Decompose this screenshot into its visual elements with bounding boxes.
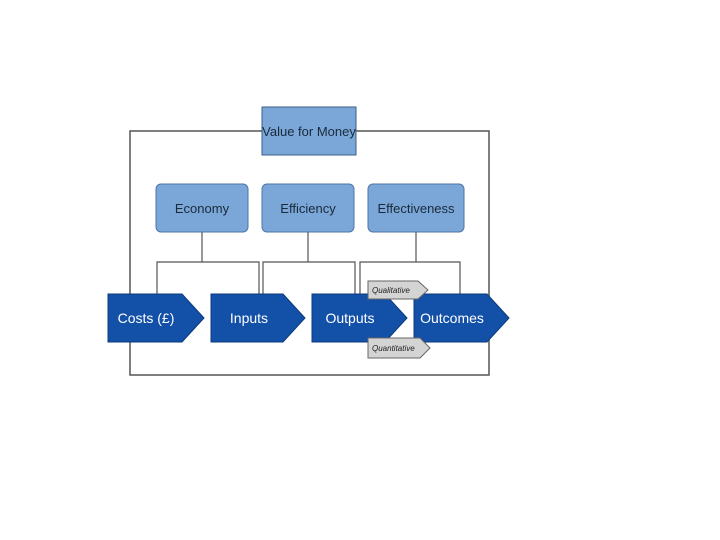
connector-efficiency: [262, 232, 356, 294]
connector-economy: [156, 232, 260, 294]
category-box-effectiveness: Effectiveness: [367, 183, 465, 233]
category-label-efficiency: Efficiency: [280, 201, 336, 216]
category-box-efficiency: Efficiency: [261, 183, 355, 233]
stage-arrow-outputs: Outputs: [311, 293, 408, 343]
stage-label-costs: Costs (£): [118, 310, 175, 326]
stage-arrow-outcomes: Outcomes: [413, 293, 510, 343]
stage-label-outcomes: Outcomes: [420, 310, 484, 326]
title-label: Value for Money: [262, 124, 356, 139]
stage-arrow-costs: Costs (£): [107, 293, 205, 343]
tag-quantitative: Quantitative: [367, 337, 431, 359]
stage-arrow-inputs: Inputs: [210, 293, 306, 343]
stage-label-outputs: Outputs: [325, 310, 374, 326]
stage-label-inputs: Inputs: [230, 310, 268, 326]
title-box: Value for Money: [261, 106, 357, 156]
tag-qualitative-label: Qualitative: [372, 286, 410, 295]
category-label-effectiveness: Effectiveness: [377, 201, 455, 216]
tag-qualitative: Qualitative: [367, 280, 429, 300]
category-label-economy: Economy: [175, 201, 230, 216]
category-box-economy: Economy: [155, 183, 249, 233]
outer-frame: [129, 130, 490, 376]
tag-quantitative-label: Quantitative: [372, 344, 415, 353]
connector-effectiveness: [359, 232, 461, 294]
